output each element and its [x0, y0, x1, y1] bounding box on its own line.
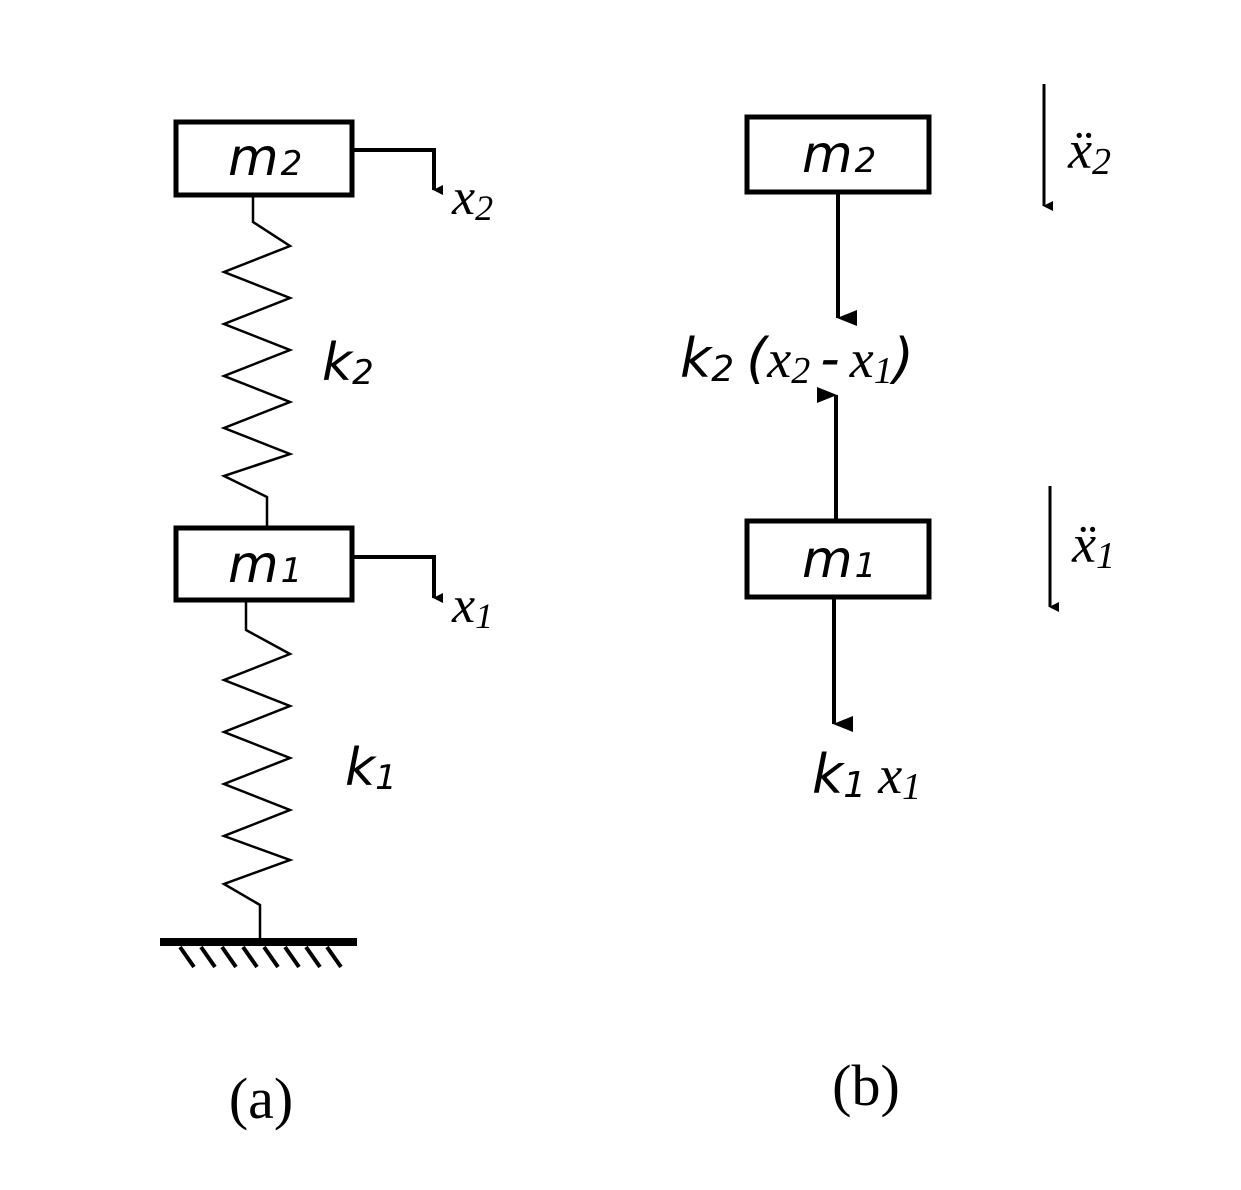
acceleration-x2-indicator: ẍ2 [1042, 84, 1111, 211]
caption-a: (a) [229, 1066, 293, 1131]
displacement-x1-indicator: x1 [352, 555, 493, 636]
mass-m1-label: m1 [228, 535, 302, 595]
displacement-x2-indicator: x2 [352, 148, 493, 228]
acceleration-x1-label: ẍ1 [1071, 514, 1115, 577]
displacement-x1-label: x1 [451, 577, 493, 636]
fbd-mass-m1-label: m1 [802, 530, 876, 590]
displacement-x2-label: x2 [451, 169, 493, 228]
fbd-mass-m1-box [744, 518, 932, 600]
displacement-x2-arrow [352, 148, 443, 195]
spring-k2 [220, 195, 294, 528]
force-k2-label: k2(x2-x1) [680, 327, 914, 392]
displacement-x1-arrow [352, 555, 443, 603]
mass-m2-box [173, 119, 355, 198]
spring-k1 [220, 600, 294, 940]
acceleration-x2-label: ẍ2 [1067, 120, 1111, 183]
mass-m1-block: m1 [173, 525, 355, 603]
fbd-mass-m2-label: m2 [802, 125, 876, 185]
spring-k2-label: k2 [322, 333, 374, 393]
mass-m2-label: m2 [228, 128, 302, 188]
ground-support [160, 938, 357, 969]
fbd-mass-m1-block: m1 [744, 518, 932, 600]
acceleration-x1-indicator: ẍ1 [1048, 486, 1115, 612]
spring-k1-label: k1 [345, 738, 397, 798]
fbd-mass-m2-block: m2 [744, 114, 932, 195]
ground-hatching [178, 945, 343, 969]
mass-m1-box [173, 525, 355, 603]
panel-a: m2 x2 k2 m1 x1 k1 [160, 119, 493, 1131]
caption-b: (b) [832, 1053, 900, 1118]
mass-m2-block: m2 [173, 119, 355, 198]
